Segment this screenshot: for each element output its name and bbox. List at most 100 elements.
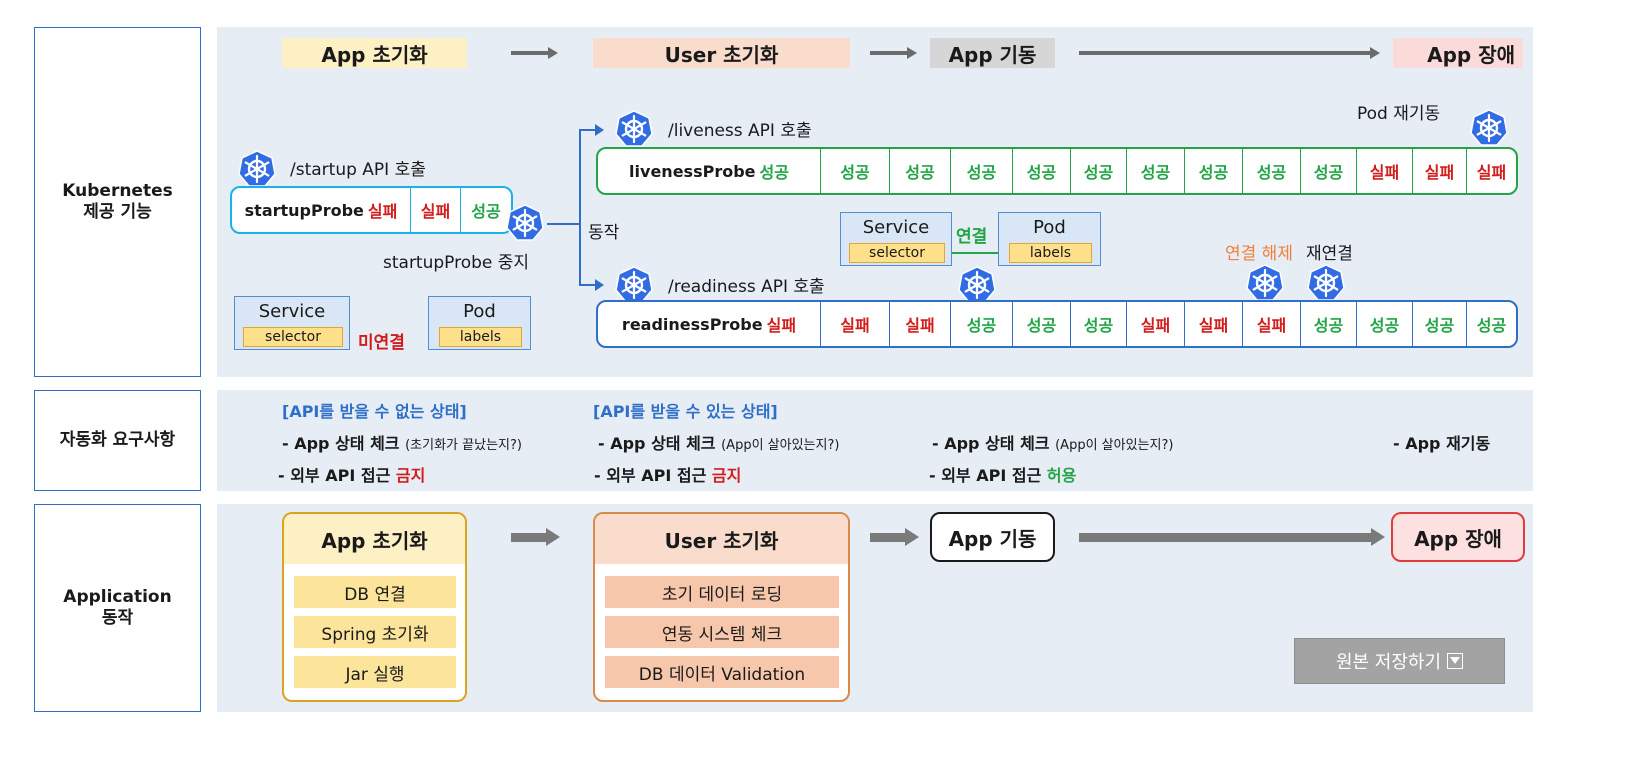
probe-result: 실패 <box>1184 302 1242 346</box>
pod-title: Pod <box>1033 217 1066 238</box>
requirement-line: - 외부 API 접근 금지 <box>278 462 425 486</box>
selector-tag: selector <box>849 243 945 263</box>
app-start-title: App 기동 <box>948 526 1037 551</box>
kubernetes-icon <box>614 109 654 149</box>
user-task: 초기 데이터 로딩 <box>605 576 839 608</box>
init-task: Jar 실행 <box>294 656 456 688</box>
probe-result: 성공 <box>1012 302 1070 346</box>
probe-name: readinessProbe <box>621 314 763 334</box>
app-start-box: App 기동 <box>930 512 1055 562</box>
probe-result: 실패 <box>1412 149 1466 193</box>
probe-name: startupProbe <box>244 200 364 220</box>
probe-result: 실패 <box>1242 302 1300 346</box>
probe-result: 성공 <box>1300 302 1356 346</box>
labels-tag: labels <box>439 327 522 347</box>
probe-result: 실패 <box>766 316 797 335</box>
requirement-main: - 외부 API 접근 <box>278 466 391 485</box>
app-fail-box: App 장애 <box>1391 512 1525 562</box>
requirement-line: - 외부 API 접근 금지 <box>594 462 741 486</box>
app-arrow-2 <box>870 533 906 542</box>
reconnect-label: 재연결 <box>1306 244 1353 264</box>
probe-result: 실패 <box>889 302 950 346</box>
phase-app-start: App 기동 <box>930 38 1055 68</box>
probe-result: 성공 <box>1012 149 1070 193</box>
app-arrowhead-3 <box>1371 528 1385 546</box>
not-connected-label: 미연결 <box>358 333 405 353</box>
labels-tag: labels <box>1009 243 1092 263</box>
probe-result: 실패 <box>1126 302 1184 346</box>
row-label-kubernetes: Kubernetes 제공 기능 <box>34 27 201 377</box>
probe-result: 성공 <box>1242 149 1300 193</box>
requirement-line: - App 상태 체크 (App이 살아있는지?) <box>598 430 839 454</box>
phase-arrow-3 <box>1079 51 1371 55</box>
phase-user-init: User 초기화 <box>593 38 850 68</box>
probe-result: 성공 <box>820 149 889 193</box>
probe-name-cell: livenessProbe 성공 <box>598 149 820 193</box>
requirement-main: - App 상태 체크 <box>598 434 716 453</box>
service-box: Service selector <box>840 212 952 266</box>
disconnect-label: 연결 해제 <box>1225 244 1293 264</box>
branch-arrowhead-bottom <box>595 279 604 291</box>
probe-result: 성공 <box>460 188 511 232</box>
phase-arrowhead-3 <box>1370 47 1380 59</box>
branch-line-h <box>547 223 580 225</box>
requirement-line: - 외부 API 접근 허용 <box>929 462 1076 486</box>
requirement-main: - 외부 API 접근 <box>929 466 1042 485</box>
user-task: 연동 시스템 체크 <box>605 616 839 648</box>
phase-arrowhead-2 <box>907 47 917 59</box>
service-box: Service selector <box>234 296 350 350</box>
connected-label: 연결 <box>956 227 988 247</box>
branch-arrowhead-top <box>595 124 604 136</box>
connect-arrow <box>952 252 1004 254</box>
branch-line-top <box>579 129 596 131</box>
app-init-title: App 초기화 <box>284 514 465 564</box>
service-title: Service <box>862 217 930 238</box>
requirement-note: (App이 살아있는지?) <box>1055 438 1174 453</box>
save-button-label: 원본 저장하기 <box>1335 652 1442 673</box>
probe-result: 성공 <box>950 149 1012 193</box>
requirement-line: - App 상태 체크 (App이 살아있는지?) <box>932 430 1173 454</box>
liveness-probe-bar: livenessProbe 성공 성공 성공 성공 성공 성공 성공 성공 성공… <box>596 147 1518 195</box>
probe-result: 성공 <box>1070 302 1126 346</box>
probe-result: 성공 <box>759 163 789 182</box>
probe-result: 성공 <box>950 302 1012 346</box>
pod-restart-label: Pod 재기동 <box>1357 104 1441 124</box>
readiness-probe-bar: readinessProbe 실패 실패 실패 성공 성공 성공 실패 실패 실… <box>596 300 1518 348</box>
service-title: Service <box>258 301 326 322</box>
automation-panel <box>217 390 1533 491</box>
app-arrow-1 <box>511 533 547 542</box>
requirement-main: - App 상태 체크 <box>282 434 400 453</box>
probe-result: 성공 <box>1300 149 1356 193</box>
row-label-automation: 자동화 요구사항 <box>34 390 201 491</box>
app-arrowhead-2 <box>905 528 919 546</box>
pod-title: Pod <box>463 301 496 322</box>
kubernetes-icon <box>505 203 545 243</box>
probe-name-cell: startupProbe 실패 <box>232 188 410 232</box>
requirement-line: - App 재기동 <box>1393 434 1491 453</box>
init-task: DB 연결 <box>294 576 456 608</box>
requirement-main: - 외부 API 접근 <box>594 466 707 485</box>
app-init-box: App 초기화 DB 연결 Spring 초기화 Jar 실행 <box>282 512 467 702</box>
requirement-line: - App 상태 체크 (초기화가 끝났는지?) <box>282 430 522 454</box>
save-original-button[interactable]: 원본 저장하기 <box>1294 638 1505 684</box>
kubernetes-icon <box>957 265 997 305</box>
probe-result: 실패 <box>820 302 889 346</box>
probe-result: 성공 <box>1126 149 1184 193</box>
kubernetes-icon <box>614 265 654 305</box>
readiness-call-label: /readiness API 호출 <box>668 277 825 297</box>
probe-result: 성공 <box>1356 302 1412 346</box>
probe-result: 성공 <box>889 149 950 193</box>
probe-name: livenessProbe <box>629 161 756 181</box>
requirement-main: - App 상태 체크 <box>932 434 1050 453</box>
phase-arrow-2 <box>870 51 908 55</box>
selector-tag: selector <box>243 327 343 347</box>
app-fail-title: App 장애 <box>1414 526 1502 551</box>
not-ready-state-title: [API를 받을 수 없는 상태] <box>282 402 467 421</box>
requirement-note: (App이 살아있는지?) <box>721 438 840 453</box>
kubernetes-icon <box>1469 108 1509 148</box>
startup-probe-bar: startupProbe 실패 실패 성공 <box>230 186 513 234</box>
pod-box: Pod labels <box>428 296 531 350</box>
kubernetes-icon <box>1306 263 1346 303</box>
phase-app-fail: App 장애 <box>1393 38 1523 68</box>
startup-stop-label: startupProbe 중지 <box>383 253 530 273</box>
